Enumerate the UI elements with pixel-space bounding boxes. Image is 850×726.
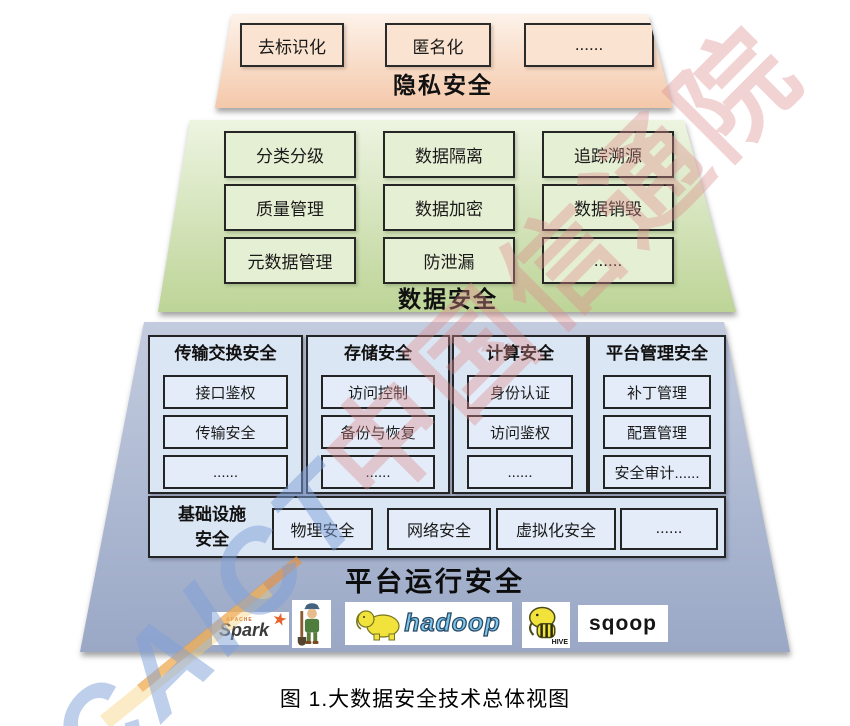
infrastructure-label-line1: 基础设施: [178, 505, 246, 524]
hive-elephant-bee-icon: [529, 606, 556, 639]
data-item-label: 质量管理: [256, 200, 324, 219]
infrastructure-item-label: 物理安全: [290, 523, 355, 540]
column-item-label: 身份认证: [489, 384, 550, 402]
data-item-label: 元数据管理: [247, 253, 333, 272]
column-item-label: 接口鉴权: [195, 384, 256, 402]
infrastructure-item: 物理安全: [272, 508, 373, 550]
spark-logo: APACHE Spark ★: [212, 612, 289, 645]
platform-security-layer: 传输交换安全 接口鉴权 传输安全 ...... 存储安全 访问控制 备份与恢复 …: [70, 322, 796, 652]
zookeeper-figure-icon: [297, 603, 320, 646]
zookeeper-logo: [292, 600, 331, 648]
privacy-item-deidentification: 去标识化: [240, 23, 344, 67]
column-item: ......: [163, 455, 288, 489]
infrastructure-item: 网络安全: [387, 508, 491, 550]
spark-wordmark: Spark: [219, 620, 270, 640]
privacy-item-anonymization: 匿名化: [385, 23, 491, 67]
data-item-label: 防泄漏: [423, 253, 475, 272]
column-item: 备份与恢复: [321, 415, 435, 449]
data-item-encryption: 数据加密: [383, 184, 515, 231]
data-item-label: 分类分级: [256, 147, 324, 166]
column-item-label: 补丁管理: [626, 384, 687, 402]
column-header: 传输交换安全: [174, 344, 277, 363]
column-item: ......: [467, 455, 573, 489]
column-storage-security: 存储安全 访问控制 备份与恢复 ......: [306, 335, 450, 494]
data-security-layer: 分类分级 数据隔离 追踪溯源 质量管理 数据加密 数据销毁 元数据管理 防泄漏 …: [150, 120, 746, 312]
infrastructure-item-label: 网络安全: [406, 523, 471, 540]
column-item-label: ......: [212, 463, 238, 481]
column-item: 访问鉴权: [467, 415, 573, 449]
spark-star-icon: ★: [270, 612, 289, 631]
data-item-dlp: 防泄漏: [383, 237, 515, 284]
data-item-destruction: 数据销毁: [542, 184, 674, 231]
column-item: 传输安全: [163, 415, 288, 449]
infrastructure-item: 虚拟化安全: [496, 508, 616, 550]
column-item-label: 备份与恢复: [340, 424, 416, 442]
column-item: 配置管理: [603, 415, 711, 449]
column-item: 补丁管理: [603, 375, 711, 409]
hive-logo: HIVE: [522, 602, 570, 648]
data-item-isolation: 数据隔离: [383, 131, 515, 178]
infrastructure-item-label: ......: [655, 520, 683, 537]
privacy-item-ellipsis: ......: [524, 23, 654, 67]
column-header: 计算安全: [486, 344, 554, 363]
column-item: ......: [321, 455, 435, 489]
infrastructure-security-row: 基础设施 安全 物理安全 网络安全 虚拟化安全 ......: [148, 496, 726, 558]
data-item-label: 追踪溯源: [574, 147, 642, 166]
data-item-metadata: 元数据管理: [224, 237, 356, 284]
data-item-label: 数据销毁: [574, 200, 642, 219]
column-item: 安全审计......: [603, 455, 711, 489]
privacy-item-label: 去标识化: [258, 37, 326, 57]
data-item-tracing: 追踪溯源: [542, 131, 674, 178]
column-item: 身份认证: [467, 375, 573, 409]
hadoop-elephant-icon: [356, 609, 400, 640]
data-layer-title: 数据安全: [398, 286, 498, 312]
hive-wordmark: HIVE: [551, 639, 568, 646]
column-item-label: ......: [365, 463, 391, 481]
data-item-ellipsis: ......: [542, 237, 674, 284]
privacy-item-label: ......: [574, 35, 604, 54]
data-item-label: ......: [593, 250, 623, 270]
figure-caption: 图 1.大数据安全技术总体视图: [279, 688, 571, 711]
column-item-label: 安全审计......: [614, 464, 700, 482]
hadoop-logo: hadoop: [345, 602, 512, 645]
privacy-layer-title: 隐私安全: [393, 72, 493, 98]
data-item-label: 数据隔离: [415, 147, 483, 166]
column-header: 存储安全: [344, 344, 412, 363]
column-transport-exchange-security: 传输交换安全 接口鉴权 传输安全 ......: [148, 335, 303, 494]
column-item: 接口鉴权: [163, 375, 288, 409]
sqoop-wordmark: sqoop: [589, 611, 657, 635]
data-item-classification: 分类分级: [224, 131, 356, 178]
infrastructure-item: ......: [620, 508, 718, 550]
data-item-quality: 质量管理: [224, 184, 356, 231]
column-item-label: 访问控制: [347, 384, 408, 402]
privacy-security-layer: 去标识化 匿名化 ...... 隐私安全: [210, 14, 676, 108]
column-item-label: ......: [507, 463, 533, 481]
column-item-label: 传输安全: [195, 424, 256, 442]
platform-layer-title: 平台运行安全: [345, 567, 525, 597]
sqoop-logo: sqoop: [578, 605, 668, 642]
column-item: 访问控制: [321, 375, 435, 409]
column-computing-security: 计算安全 身份认证 访问鉴权 ......: [452, 335, 588, 494]
column-header: 平台管理安全: [606, 344, 708, 363]
column-platform-management-security: 平台管理安全 补丁管理 配置管理 安全审计......: [588, 335, 726, 494]
infrastructure-label: 基础设施 安全: [156, 502, 268, 552]
hadoop-wordmark: hadoop: [404, 608, 501, 637]
privacy-item-label: 匿名化: [412, 37, 464, 57]
data-item-label: 数据加密: [415, 200, 483, 219]
infrastructure-label-line2: 安全: [195, 530, 229, 549]
column-item-label: 配置管理: [626, 424, 687, 442]
column-item-label: 访问鉴权: [489, 424, 550, 442]
infrastructure-item-label: 虚拟化安全: [515, 523, 596, 540]
